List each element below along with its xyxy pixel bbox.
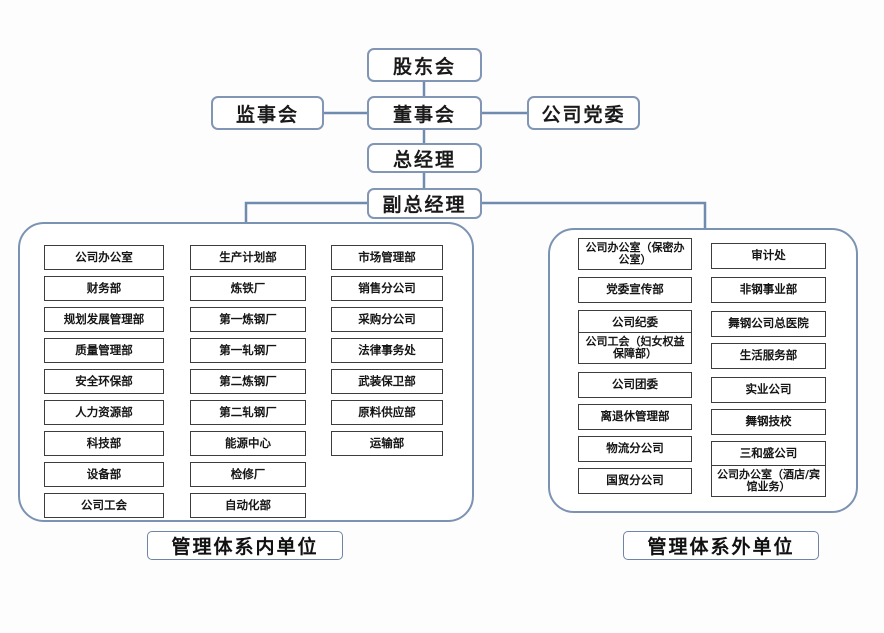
unit-label: 公司办公室（保密办公室）: [585, 240, 685, 266]
unit-label: 公司办公室: [75, 249, 133, 264]
unit-box[interactable]: 采购分公司: [331, 307, 443, 332]
unit-box[interactable]: 质量管理部: [44, 338, 164, 363]
unit-box[interactable]: 公司团委: [578, 372, 692, 398]
unit-box[interactable]: 公司办公室（保密办公室）: [578, 238, 692, 270]
unit-label: 原料供应部: [358, 404, 416, 419]
unit-box[interactable]: 公司办公室: [44, 245, 164, 270]
node-shareholders[interactable]: 股东会: [367, 48, 482, 82]
unit-label: 舞钢技校: [745, 414, 792, 429]
unit-box[interactable]: 公司工会（妇女权益保障部）: [578, 332, 692, 364]
unit-box[interactable]: 第一炼钢厂: [190, 307, 306, 332]
unit-label: 实业公司: [745, 382, 792, 397]
unit-label: 第一炼钢厂: [219, 311, 277, 326]
unit-box[interactable]: 生产计划部: [190, 245, 306, 270]
unit-label: 公司纪委: [612, 315, 658, 330]
unit-label: 公司办公室（酒店/宾馆业务）: [716, 467, 821, 493]
unit-label: 科技部: [86, 435, 122, 450]
unit-box[interactable]: 人力资源部: [44, 400, 164, 425]
unit-box[interactable]: 物流分公司: [578, 436, 692, 462]
unit-label: 运输部: [369, 435, 405, 450]
unit-box[interactable]: 安全环保部: [44, 369, 164, 394]
caption-inside-management-system: 管理体系内单位: [147, 531, 343, 560]
unit-box[interactable]: 检修厂: [190, 462, 306, 487]
unit-box[interactable]: 运输部: [331, 431, 443, 456]
unit-box[interactable]: 生活服务部: [711, 343, 826, 369]
caption-outside-label: 管理体系外单位: [647, 536, 795, 558]
unit-label: 三和盛公司: [739, 446, 798, 461]
unit-label: 生活服务部: [739, 348, 798, 363]
unit-label: 国贸分公司: [606, 473, 664, 488]
unit-label: 市场管理部: [358, 249, 416, 264]
unit-label: 生产计划部: [219, 249, 277, 264]
unit-label: 舞钢公司总医院: [728, 316, 809, 331]
caption-inside-label: 管理体系内单位: [171, 536, 319, 558]
unit-box[interactable]: 武装保卫部: [331, 369, 443, 394]
node-supervisors[interactable]: 监事会: [211, 96, 324, 130]
unit-box[interactable]: 能源中心: [190, 431, 306, 456]
unit-label: 公司工会（妇女权益保障部）: [585, 334, 685, 360]
unit-label: 安全环保部: [75, 373, 133, 388]
unit-label: 党委宣传部: [606, 282, 664, 297]
unit-label: 检修厂: [230, 466, 266, 481]
node-deputy-general-manager[interactable]: 副总经理: [367, 188, 482, 219]
unit-box[interactable]: 自动化部: [190, 493, 306, 518]
unit-label: 审计处: [751, 248, 786, 263]
unit-box[interactable]: 实业公司: [711, 377, 826, 403]
unit-box[interactable]: 规划发展管理部: [44, 307, 164, 332]
unit-label: 第二炼钢厂: [219, 373, 277, 388]
unit-box[interactable]: 科技部: [44, 431, 164, 456]
unit-box[interactable]: 党委宣传部: [578, 277, 692, 303]
unit-box[interactable]: 财务部: [44, 276, 164, 301]
unit-box[interactable]: 第一轧钢厂: [190, 338, 306, 363]
unit-label: 能源中心: [225, 435, 271, 450]
node-party-committee-label: 公司党委: [541, 103, 626, 126]
unit-label: 武装保卫部: [358, 373, 416, 388]
unit-label: 离退休管理部: [600, 409, 670, 424]
unit-box[interactable]: 公司工会: [44, 493, 164, 518]
unit-box[interactable]: 销售分公司: [331, 276, 443, 301]
unit-label: 财务部: [86, 280, 122, 295]
unit-label: 销售分公司: [358, 280, 416, 295]
unit-label: 规划发展管理部: [63, 311, 145, 326]
unit-label: 第二轧钢厂: [219, 404, 277, 419]
unit-label: 自动化部: [225, 497, 271, 512]
unit-label: 采购分公司: [358, 311, 416, 326]
unit-box[interactable]: 法律事务处: [331, 338, 443, 363]
unit-label: 公司工会: [81, 497, 127, 512]
unit-box[interactable]: 审计处: [711, 243, 826, 269]
unit-label: 非钢事业部: [739, 282, 798, 297]
node-board-label: 董事会: [392, 103, 456, 126]
unit-label: 第一轧钢厂: [219, 342, 277, 357]
caption-outside-management-system: 管理体系外单位: [623, 531, 819, 560]
unit-box[interactable]: 市场管理部: [331, 245, 443, 270]
unit-box[interactable]: 离退休管理部: [578, 404, 692, 430]
node-general-manager[interactable]: 总经理: [367, 143, 482, 173]
unit-label: 质量管理部: [75, 342, 133, 357]
node-shareholders-label: 股东会: [392, 55, 456, 78]
node-supervisors-label: 监事会: [235, 103, 299, 126]
unit-box[interactable]: 公司纪委: [578, 310, 692, 336]
unit-box[interactable]: 舞钢技校: [711, 409, 826, 435]
unit-label: 物流分公司: [606, 441, 664, 456]
unit-label: 设备部: [86, 466, 122, 481]
unit-box[interactable]: 舞钢公司总医院: [711, 311, 826, 337]
node-party-committee[interactable]: 公司党委: [527, 96, 640, 130]
unit-label: 炼铁厂: [230, 280, 266, 295]
unit-box[interactable]: 非钢事业部: [711, 277, 826, 303]
unit-box[interactable]: 三和盛公司: [711, 441, 826, 467]
unit-label: 法律事务处: [358, 342, 416, 357]
node-general-manager-label: 总经理: [392, 148, 456, 171]
unit-box[interactable]: 国贸分公司: [578, 468, 692, 494]
unit-box[interactable]: 第二轧钢厂: [190, 400, 306, 425]
node-deputy-general-manager-label: 副总经理: [382, 194, 467, 216]
unit-label: 人力资源部: [75, 404, 133, 419]
unit-box[interactable]: 炼铁厂: [190, 276, 306, 301]
unit-box[interactable]: 设备部: [44, 462, 164, 487]
unit-label: 公司团委: [612, 377, 658, 392]
unit-box[interactable]: 原料供应部: [331, 400, 443, 425]
unit-box[interactable]: 第二炼钢厂: [190, 369, 306, 394]
unit-box[interactable]: 公司办公室（酒店/宾馆业务）: [711, 465, 826, 497]
node-board[interactable]: 董事会: [367, 96, 482, 130]
